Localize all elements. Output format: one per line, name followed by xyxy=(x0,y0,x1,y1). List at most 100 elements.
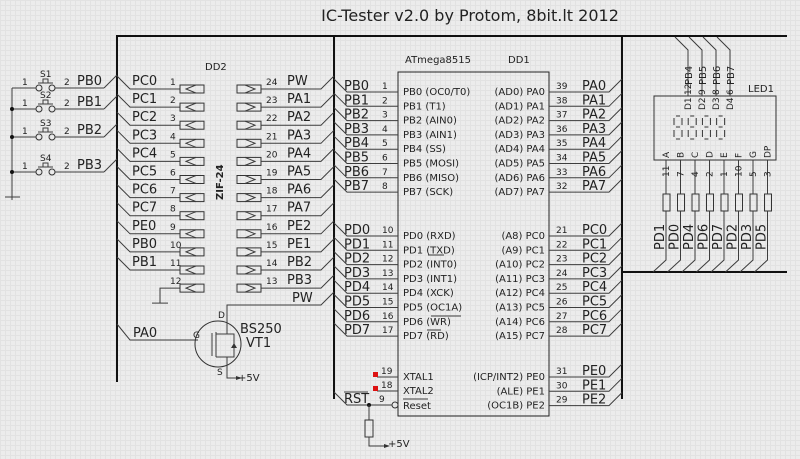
net-label: PC6 xyxy=(582,309,607,324)
unconnected-marker xyxy=(373,372,378,377)
pin-number: 23 xyxy=(556,255,567,265)
pin-number: 17 xyxy=(382,326,393,336)
net-label: PA0 xyxy=(133,326,157,341)
contact-icon xyxy=(48,168,56,176)
junction-dot xyxy=(10,135,14,139)
net-label: PA4 xyxy=(287,146,311,161)
pin-number: 7 xyxy=(170,187,176,197)
contact-icon xyxy=(244,120,257,130)
net-label: PB2 xyxy=(77,123,102,138)
switch-ref: S4 xyxy=(40,154,52,164)
socket-contact xyxy=(179,229,205,239)
switch-s2[interactable]: S2 1 2 PB1 xyxy=(12,91,118,113)
net-label: PC6 xyxy=(132,183,157,198)
pin-function: PB3 (AIN1) xyxy=(403,130,457,141)
wire xyxy=(710,211,725,273)
junction-dot xyxy=(10,170,14,174)
supply-arrow-icon xyxy=(236,376,242,380)
net-label: PD3 xyxy=(740,224,755,250)
contact-icon xyxy=(184,156,197,166)
wire xyxy=(116,184,180,199)
bus-entry xyxy=(103,158,118,173)
pin-function: PD7 (RD) xyxy=(403,331,449,342)
net-label: PC4 xyxy=(582,280,607,295)
pin-number: 27 xyxy=(556,312,567,322)
net-label: PB1 xyxy=(77,95,102,110)
pin-function: (AD1) PA1 xyxy=(495,101,545,112)
wire xyxy=(333,222,398,237)
mcu-part: ATmega8515 xyxy=(405,55,471,66)
net-label: PD6 xyxy=(344,309,370,324)
net-label: PE1 xyxy=(582,378,606,393)
pin-number: 2 xyxy=(64,78,70,88)
wire xyxy=(159,287,180,304)
pin-number: 33 xyxy=(556,168,567,178)
wire xyxy=(333,92,398,107)
pin-function: PB6 (MISO) xyxy=(403,173,459,184)
net-label: PC0 xyxy=(582,223,607,238)
pin-number: 2 xyxy=(170,96,176,106)
net-label: PA3 xyxy=(582,122,606,137)
pin-number: 8 xyxy=(170,205,176,215)
switch-ref: S2 xyxy=(40,91,51,101)
wire xyxy=(549,294,623,308)
net-label: PB4 xyxy=(684,66,695,85)
pin-number: 4 xyxy=(170,132,176,142)
pin-number: 10 xyxy=(382,226,394,236)
wire xyxy=(549,222,623,237)
net-label: RST xyxy=(344,392,369,407)
wire xyxy=(116,93,180,108)
net-label: PB5 xyxy=(344,151,369,166)
net-label: PD7 xyxy=(711,224,726,250)
supply-label: +5V xyxy=(238,373,260,384)
pin-number: 9 xyxy=(170,223,176,233)
net-label: PB2 xyxy=(287,255,312,270)
pin-number: 3 xyxy=(170,114,176,124)
wire xyxy=(116,111,180,126)
pin-number: 4 xyxy=(382,125,388,135)
pin-number: 1 xyxy=(720,171,730,177)
wire xyxy=(754,211,768,273)
contact-icon xyxy=(48,133,56,141)
net-label: PC5 xyxy=(582,295,607,310)
wire xyxy=(116,323,198,341)
pin-function: (A9) PC1 xyxy=(501,245,545,256)
net-label: PA1 xyxy=(287,92,311,107)
pin-number: 2 xyxy=(64,127,70,137)
pin-number: 2 xyxy=(64,99,70,109)
wire xyxy=(333,236,398,251)
button-cap-icon xyxy=(42,99,49,104)
net-label: PB1 xyxy=(344,93,369,108)
pin-number: 11 xyxy=(382,240,393,250)
contact-icon xyxy=(35,105,43,113)
socket-contact xyxy=(179,102,205,112)
net-label: PC5 xyxy=(132,165,157,180)
segment-label: E xyxy=(720,152,730,158)
net-label: PE1 xyxy=(287,237,311,252)
inversion-bubble-icon xyxy=(391,401,399,409)
led-body xyxy=(653,95,777,161)
pin-function: PD3 (INT1) xyxy=(403,274,457,285)
button-cap-icon xyxy=(42,78,49,83)
bus-entry xyxy=(103,74,118,89)
net-label: PA5 xyxy=(287,165,311,180)
wire xyxy=(549,265,623,280)
net-label: PB7 xyxy=(344,179,369,194)
button-cap-icon xyxy=(42,162,49,167)
socket-contact xyxy=(179,211,205,221)
wire xyxy=(116,166,180,180)
net-label: PE2 xyxy=(582,393,606,408)
pin-function: (AD6) PA6 xyxy=(495,173,545,184)
wire xyxy=(261,75,335,90)
pin-number: 24 xyxy=(556,269,568,279)
wire xyxy=(261,202,335,217)
pin-number: 1 xyxy=(22,99,28,109)
resistor-icon xyxy=(749,193,758,212)
wire xyxy=(549,164,623,179)
contact-icon xyxy=(184,193,197,203)
drain-label: D xyxy=(218,311,225,321)
